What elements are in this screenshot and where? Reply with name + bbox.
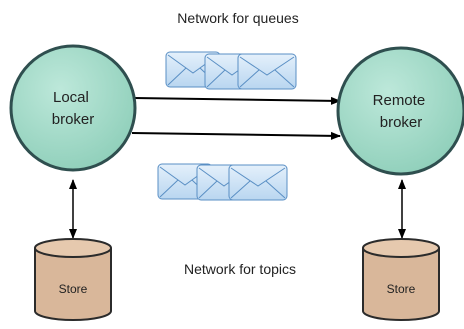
remote-store-label: Store [387,282,416,296]
local-broker-label: Local broker [52,89,95,128]
remote-broker-label-line-1: Remote [373,92,426,109]
topic-messages [157,163,288,201]
local-broker-label-line-2: broker [52,111,95,128]
remote-broker-node: Remote broker [336,46,464,176]
local-broker-node: Local broker [9,44,137,172]
envelope-icon [237,53,297,90]
remote-store-cylinder: Store [362,238,440,321]
queue-link-arrow [133,96,341,105]
topics-network-caption: Network for topics [184,261,296,277]
envelope-icon [228,164,288,201]
local-store-cylinder: Store [34,238,112,321]
local-store-label: Store [59,282,88,296]
remote-broker-label-line-2: broker [380,114,423,131]
topic-link-arrow [131,131,341,140]
remote-broker-label: Remote broker [373,92,430,131]
queues-network-caption: Network for queues [177,10,298,26]
local-broker-label-line-1: Local [53,89,89,106]
queue-messages [165,51,297,90]
